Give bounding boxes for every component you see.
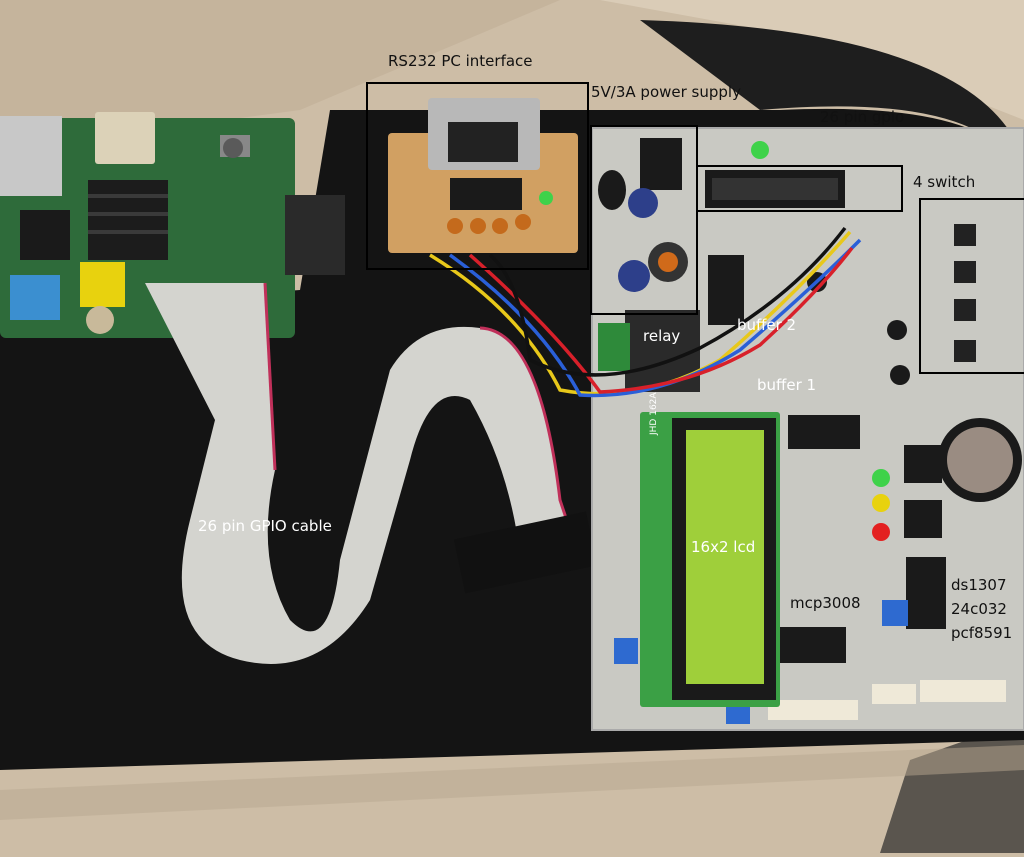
capacitor-2 bbox=[618, 260, 650, 292]
connector-3pin bbox=[872, 684, 916, 704]
label-pcf8591: pcf8591 bbox=[951, 624, 1013, 642]
cardboard-highlight bbox=[600, 0, 1024, 120]
video-jack bbox=[80, 262, 125, 307]
ribbon-cable bbox=[145, 282, 598, 664]
audio-chip bbox=[95, 112, 155, 164]
box-gpio bbox=[696, 165, 903, 212]
cardboard-fold bbox=[0, 745, 1024, 820]
mat-edge bbox=[640, 20, 1024, 180]
heatsink bbox=[88, 180, 168, 260]
label-4-switch: 4 switch bbox=[913, 173, 976, 191]
box-rs232 bbox=[366, 82, 589, 270]
label-buffer-1: buffer 1 bbox=[757, 376, 817, 394]
cpu-chip bbox=[20, 210, 70, 260]
buffer-2-chip bbox=[708, 255, 744, 325]
ds1307-chip bbox=[904, 445, 942, 483]
box-power-supply bbox=[590, 125, 698, 315]
relay-block bbox=[625, 310, 700, 392]
label-ds1307: ds1307 bbox=[951, 576, 1007, 594]
mcp3008-chip bbox=[780, 627, 846, 663]
label-24c032: 24c032 bbox=[951, 600, 1007, 618]
label-power-supply: 5V/3A power supply bbox=[591, 83, 741, 101]
wires bbox=[429, 226, 862, 398]
label-relay: relay bbox=[643, 327, 681, 345]
switch-3 bbox=[954, 299, 976, 321]
led-yellow bbox=[872, 494, 890, 512]
ribbon-connector bbox=[453, 511, 598, 594]
switch-4 bbox=[954, 340, 976, 362]
pot-3 bbox=[726, 702, 750, 724]
annotation-boxes bbox=[366, 82, 1024, 374]
lcd-screen bbox=[686, 430, 764, 684]
box-switches bbox=[919, 198, 1024, 374]
regulator bbox=[598, 170, 626, 210]
label-lcd: 16x2 lcd bbox=[691, 538, 756, 556]
label-gpio: 26 pin gpio bbox=[820, 108, 905, 126]
label-buffer-2: buffer 2 bbox=[737, 316, 797, 334]
led-red bbox=[872, 523, 890, 541]
lcd-marking: JHD 162A bbox=[649, 392, 659, 435]
eeprom-chip bbox=[904, 500, 942, 538]
terminal-block bbox=[598, 323, 630, 371]
audio-jack bbox=[10, 275, 60, 320]
ethernet-port bbox=[285, 195, 345, 275]
power-led bbox=[751, 141, 769, 159]
max232-chip bbox=[450, 178, 522, 210]
pot-1 bbox=[882, 600, 908, 626]
switch-2 bbox=[954, 261, 976, 283]
coin-cell bbox=[947, 427, 1013, 493]
led-green bbox=[872, 469, 890, 487]
capacitor-1 bbox=[628, 188, 658, 218]
lcd-module bbox=[640, 412, 780, 707]
raspberry-pi bbox=[0, 112, 345, 338]
rs232-board bbox=[388, 98, 578, 253]
connector-bottom bbox=[768, 700, 858, 720]
connector-6pin bbox=[920, 680, 1006, 702]
label-mcp3008: mcp3008 bbox=[790, 594, 861, 612]
pot-2 bbox=[614, 638, 638, 664]
label-gpio-cable: 26 pin GPIO cable bbox=[198, 517, 332, 535]
dc-jack bbox=[640, 138, 682, 190]
label-rs232: RS232 PC interface bbox=[388, 52, 533, 70]
usb-port bbox=[0, 116, 62, 196]
buffer-1-chip bbox=[788, 415, 860, 449]
switch-1 bbox=[954, 224, 976, 246]
pcf8591-chip bbox=[906, 557, 946, 629]
